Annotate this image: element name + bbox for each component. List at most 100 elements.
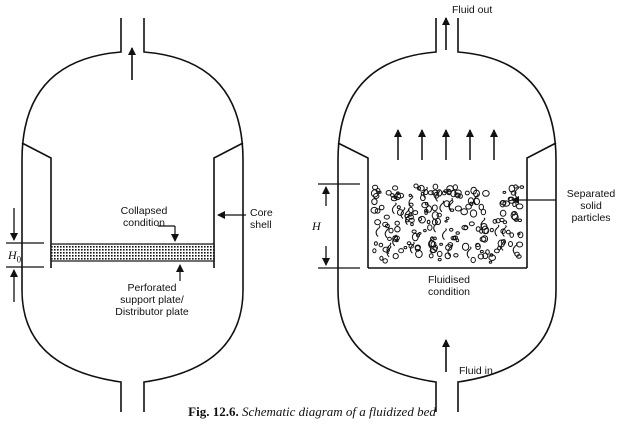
particle (394, 192, 402, 201)
particle (478, 203, 484, 211)
particle (396, 192, 405, 199)
particle (475, 242, 481, 248)
core-shell-text: Core shell (250, 207, 273, 231)
h0-label: H0 (8, 249, 21, 265)
particle (408, 217, 415, 223)
particle (432, 183, 439, 190)
particle (372, 248, 377, 254)
particle (426, 219, 431, 225)
particle-swirl (404, 208, 410, 221)
particle (453, 253, 459, 258)
particle (455, 231, 460, 235)
particle (452, 235, 457, 241)
h-label-right: H (312, 220, 321, 232)
particle (385, 190, 392, 196)
particle (398, 248, 405, 254)
particle (452, 184, 458, 191)
particle (482, 190, 490, 197)
fluid-out-text: Fluid out (452, 4, 493, 16)
particle-swirl (501, 225, 507, 237)
particle-swirl (384, 226, 390, 239)
particle (408, 243, 414, 249)
particle (500, 239, 506, 245)
fluidised-condition-text: Fluidised condition (427, 274, 471, 298)
fluidised-condition-label: Fluidised condition (406, 274, 492, 298)
particle (374, 219, 382, 226)
particle-swirl (400, 207, 406, 219)
particle (394, 226, 401, 233)
particle (387, 236, 392, 241)
particle (394, 220, 400, 226)
h-dimension-right (318, 183, 360, 269)
particle (373, 241, 378, 246)
particle (481, 235, 489, 243)
particle (469, 209, 478, 218)
particle-swirl (405, 213, 410, 226)
particle (517, 232, 521, 236)
particle (470, 256, 476, 264)
particle (437, 257, 442, 262)
particle (467, 197, 474, 205)
particle-swirl (435, 189, 440, 202)
particle (505, 229, 511, 235)
particle (512, 202, 517, 207)
particle (382, 246, 391, 253)
particle (502, 200, 511, 207)
distributor-plate-text: Perforated support plate/ Distributor pl… (115, 282, 189, 318)
particle (470, 186, 478, 195)
particle (378, 242, 384, 248)
particle (508, 196, 515, 204)
particle-swirl (391, 202, 397, 215)
particle (408, 193, 412, 197)
particle (510, 190, 517, 196)
particle (482, 252, 489, 260)
particle (421, 201, 429, 209)
particle (370, 189, 379, 198)
particle (500, 200, 507, 206)
particle-swirl (375, 225, 381, 237)
core-shell-label: Core shell (250, 207, 273, 231)
particle (489, 227, 494, 233)
particle (509, 232, 515, 238)
particle (463, 225, 469, 231)
fluid-in-text: Fluid in (459, 365, 493, 377)
particle (508, 241, 513, 247)
particle (517, 218, 523, 223)
particle (410, 222, 414, 227)
particle (455, 238, 460, 243)
fluid-in-label: Fluid in (459, 365, 493, 377)
particle (392, 185, 399, 191)
particle (515, 203, 524, 210)
particle (450, 189, 457, 198)
particle-swirl (433, 220, 438, 233)
h0-symbol: H (8, 248, 17, 262)
particle (445, 216, 450, 221)
particle (408, 206, 414, 214)
particle (424, 210, 428, 215)
particle-swirl (408, 195, 414, 208)
particle (516, 254, 522, 259)
particle (436, 250, 443, 257)
particle (418, 184, 425, 192)
particle (432, 244, 439, 251)
particle (513, 218, 519, 222)
figure-caption: Fig. 12.6. Schematic diagram of a fluidi… (0, 404, 624, 420)
particle (370, 206, 379, 214)
particle (378, 204, 385, 211)
fluid-out-label: Fluid out (452, 4, 492, 16)
particle (373, 193, 380, 199)
particle-swirl (466, 246, 472, 259)
particle (500, 228, 506, 234)
particle (488, 254, 497, 262)
distributor-plate-bed (50, 243, 215, 262)
particle (458, 193, 463, 199)
particle (479, 249, 484, 254)
particle-swirl (423, 186, 428, 199)
particle (430, 245, 438, 253)
particle (428, 253, 434, 259)
particle (384, 223, 390, 229)
particle (396, 209, 404, 216)
particle (499, 209, 507, 217)
separated-particles-text: Separated solid particles (566, 188, 616, 224)
